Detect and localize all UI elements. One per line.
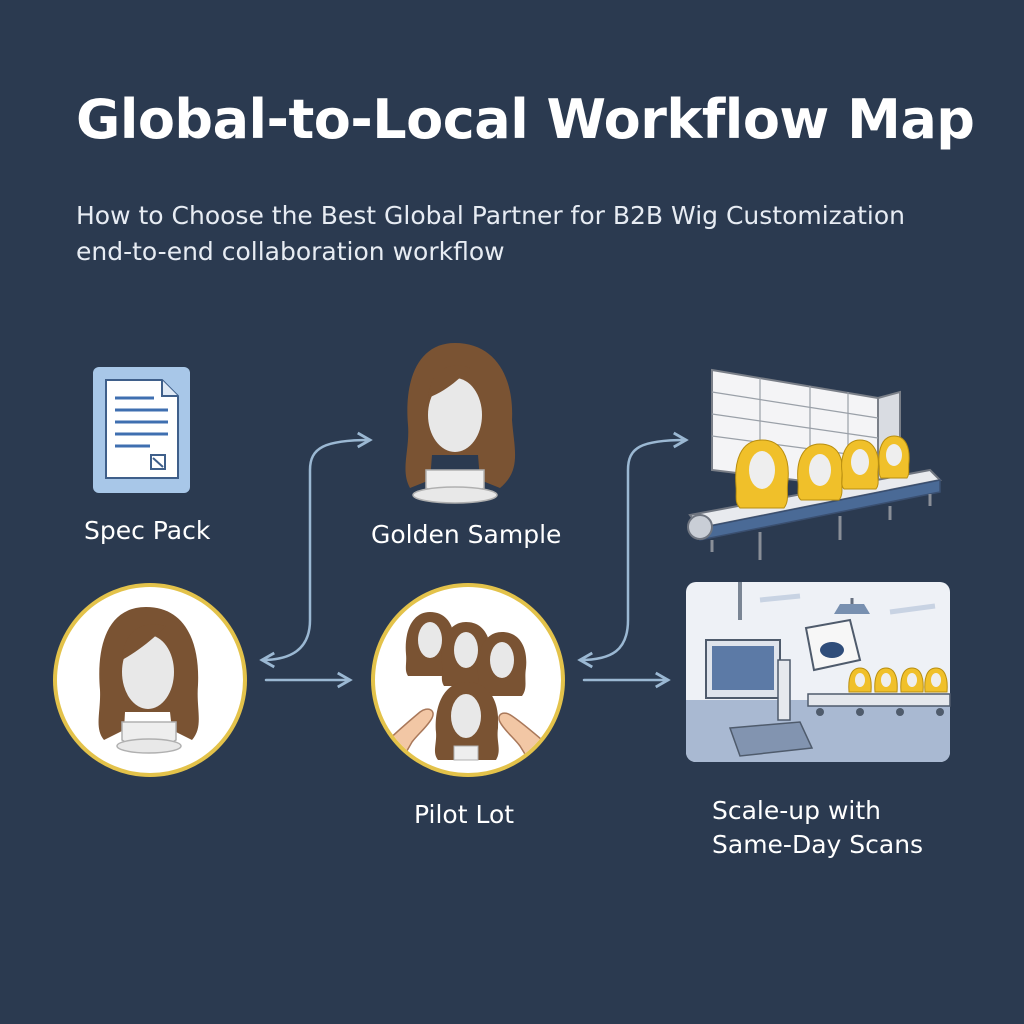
pilot-lot-circle [371,583,565,777]
pilot-lot-label: Pilot Lot [414,800,515,829]
scan-wig-2 [874,667,898,693]
blonde-wig-4 [878,435,910,479]
arrow-pilot-to-production [577,431,689,669]
blonde-wig-1 [735,439,789,509]
spec-pack-label: Spec Pack [84,516,211,545]
scale-up-label-line-2: Same-Day Scans [712,830,924,859]
golden-sample-wig-icon [405,343,516,504]
arrow-base-to-golden [259,431,373,669]
pilot-wig-3 [477,632,527,696]
subtitle-line-1: How to Choose the Best Global Partner fo… [76,201,906,230]
flow-arrows [259,431,689,689]
page-subtitle: How to Choose the Best Global Partner fo… [76,198,976,270]
scanning-line-illustration [686,582,951,762]
spec-pack-document-icon [93,367,190,493]
blonde-wig-2 [797,443,843,501]
production-line-illustration [687,368,943,560]
pilot-wig-front [434,682,499,761]
pilot-wig-2 [441,622,491,686]
page-title: Global-to-Local Workflow Map [76,88,975,151]
base-wig-circle [53,583,247,777]
scan-wig-3 [900,667,924,693]
scan-wig-4 [924,667,948,693]
scan-wig-1 [848,667,872,693]
scale-up-label-line-1: Scale-up with [712,796,881,825]
golden-sample-label: Golden Sample [371,520,562,549]
subtitle-line-2: end-to-end collaboration workflow [76,237,505,266]
scale-up-label: Scale-up with Same-Day Scans [712,794,923,862]
blonde-wig-3 [841,439,879,490]
